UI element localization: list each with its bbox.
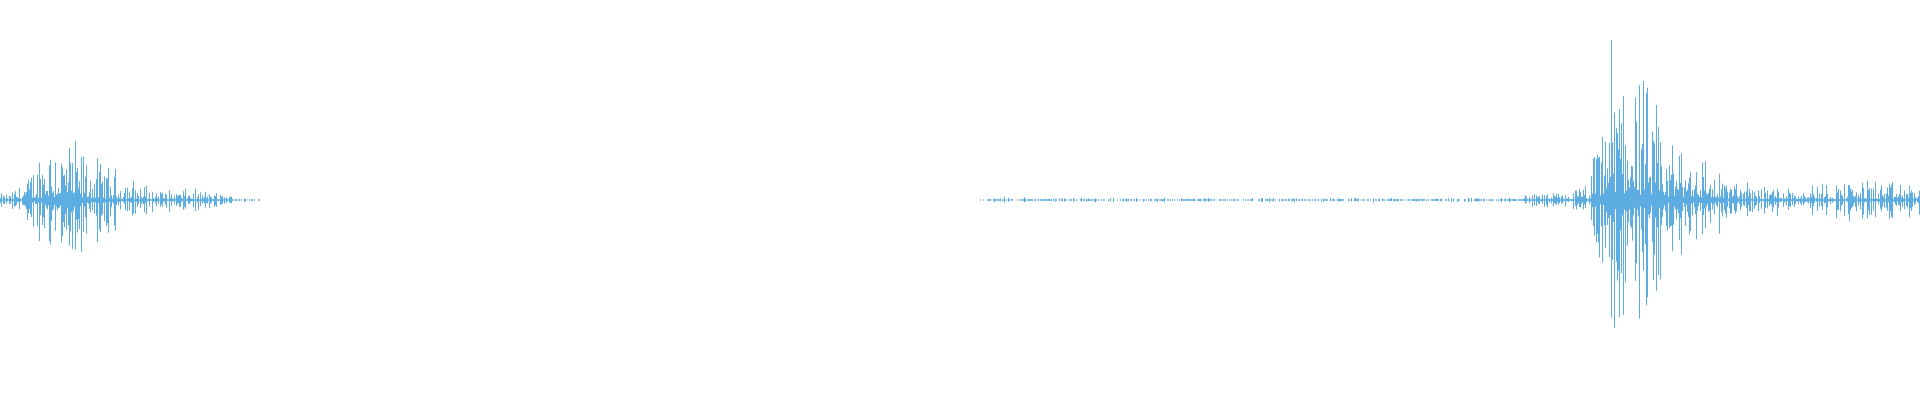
- waveform-segment: [1421, 198, 1439, 202]
- waveform-segment: [1800, 185, 1820, 215]
- waveform-segment: [1520, 194, 1540, 207]
- waveform-segment: [1760, 187, 1780, 216]
- waveform-segment: [1301, 199, 1319, 201]
- waveform-segment: [1820, 183, 1840, 219]
- waveform-segment: [1080, 197, 1099, 203]
- waveform-segment: [1780, 188, 1800, 210]
- waveform-segment: [1860, 180, 1880, 219]
- waveform-segment: [160, 190, 180, 212]
- waveform-segment: [1700, 161, 1720, 235]
- waveform-segment: [1900, 185, 1920, 218]
- waveform-segment: [60, 140, 80, 250]
- waveform-segment: [1120, 198, 1138, 202]
- waveform-segment: [1740, 182, 1760, 217]
- waveform-segment: [1500, 197, 1520, 203]
- waveform-segment: [1720, 183, 1740, 218]
- waveform-segment: [1200, 197, 1220, 202]
- waveform-segment: [1160, 197, 1180, 203]
- waveform-segment: [1680, 153, 1700, 255]
- waveform-segment: [1640, 81, 1660, 306]
- waveform-segment: [1101, 198, 1118, 202]
- waveform-segment: [120, 180, 140, 216]
- waveform-segment: [40, 159, 60, 245]
- waveform-segment: [1580, 154, 1600, 258]
- waveform-segment: [1181, 198, 1200, 202]
- waveform-segment: [1382, 198, 1399, 202]
- waveform-segment: [0, 187, 20, 210]
- waveform-segment: [200, 191, 220, 208]
- waveform-segment: [1220, 198, 1239, 202]
- waveform-segment: [1840, 184, 1860, 221]
- waveform-segment: [1340, 198, 1359, 202]
- waveform-segment: [1040, 198, 1060, 202]
- waveform-segment: [20, 162, 40, 241]
- waveform-segment: [1464, 197, 1480, 203]
- waveform-segment: [241, 198, 260, 203]
- waveform-segment: [1021, 197, 1039, 203]
- waveform-segment: [1321, 197, 1340, 202]
- waveform-segment: [1480, 198, 1499, 202]
- waveform-segment: [1660, 142, 1680, 280]
- waveform-segment: [1261, 197, 1280, 203]
- waveform-segment: [1540, 193, 1560, 208]
- waveform-segment: [1361, 198, 1380, 203]
- waveform-segment: [1243, 198, 1260, 202]
- waveform-segment: [80, 156, 100, 252]
- waveform-segment: [1000, 197, 1020, 203]
- waveform-segment: [1560, 189, 1580, 210]
- waveform-segment: [220, 194, 240, 205]
- waveform-segment: [100, 163, 120, 233]
- waveform-segment: [1400, 198, 1420, 202]
- waveform-segment: [1600, 40, 1620, 328]
- waveform-segment: [1440, 198, 1460, 203]
- waveform-segment: [1620, 85, 1640, 319]
- waveform-segment: [1880, 182, 1900, 220]
- waveform-segment: [980, 198, 1000, 202]
- waveform-bars: [0, 40, 1920, 328]
- waveform-segment: [140, 185, 160, 215]
- waveform-segment: [180, 188, 200, 211]
- waveform-segment: [1281, 198, 1300, 203]
- waveform-segment: [1140, 198, 1160, 203]
- waveform-segment: [1061, 197, 1077, 202]
